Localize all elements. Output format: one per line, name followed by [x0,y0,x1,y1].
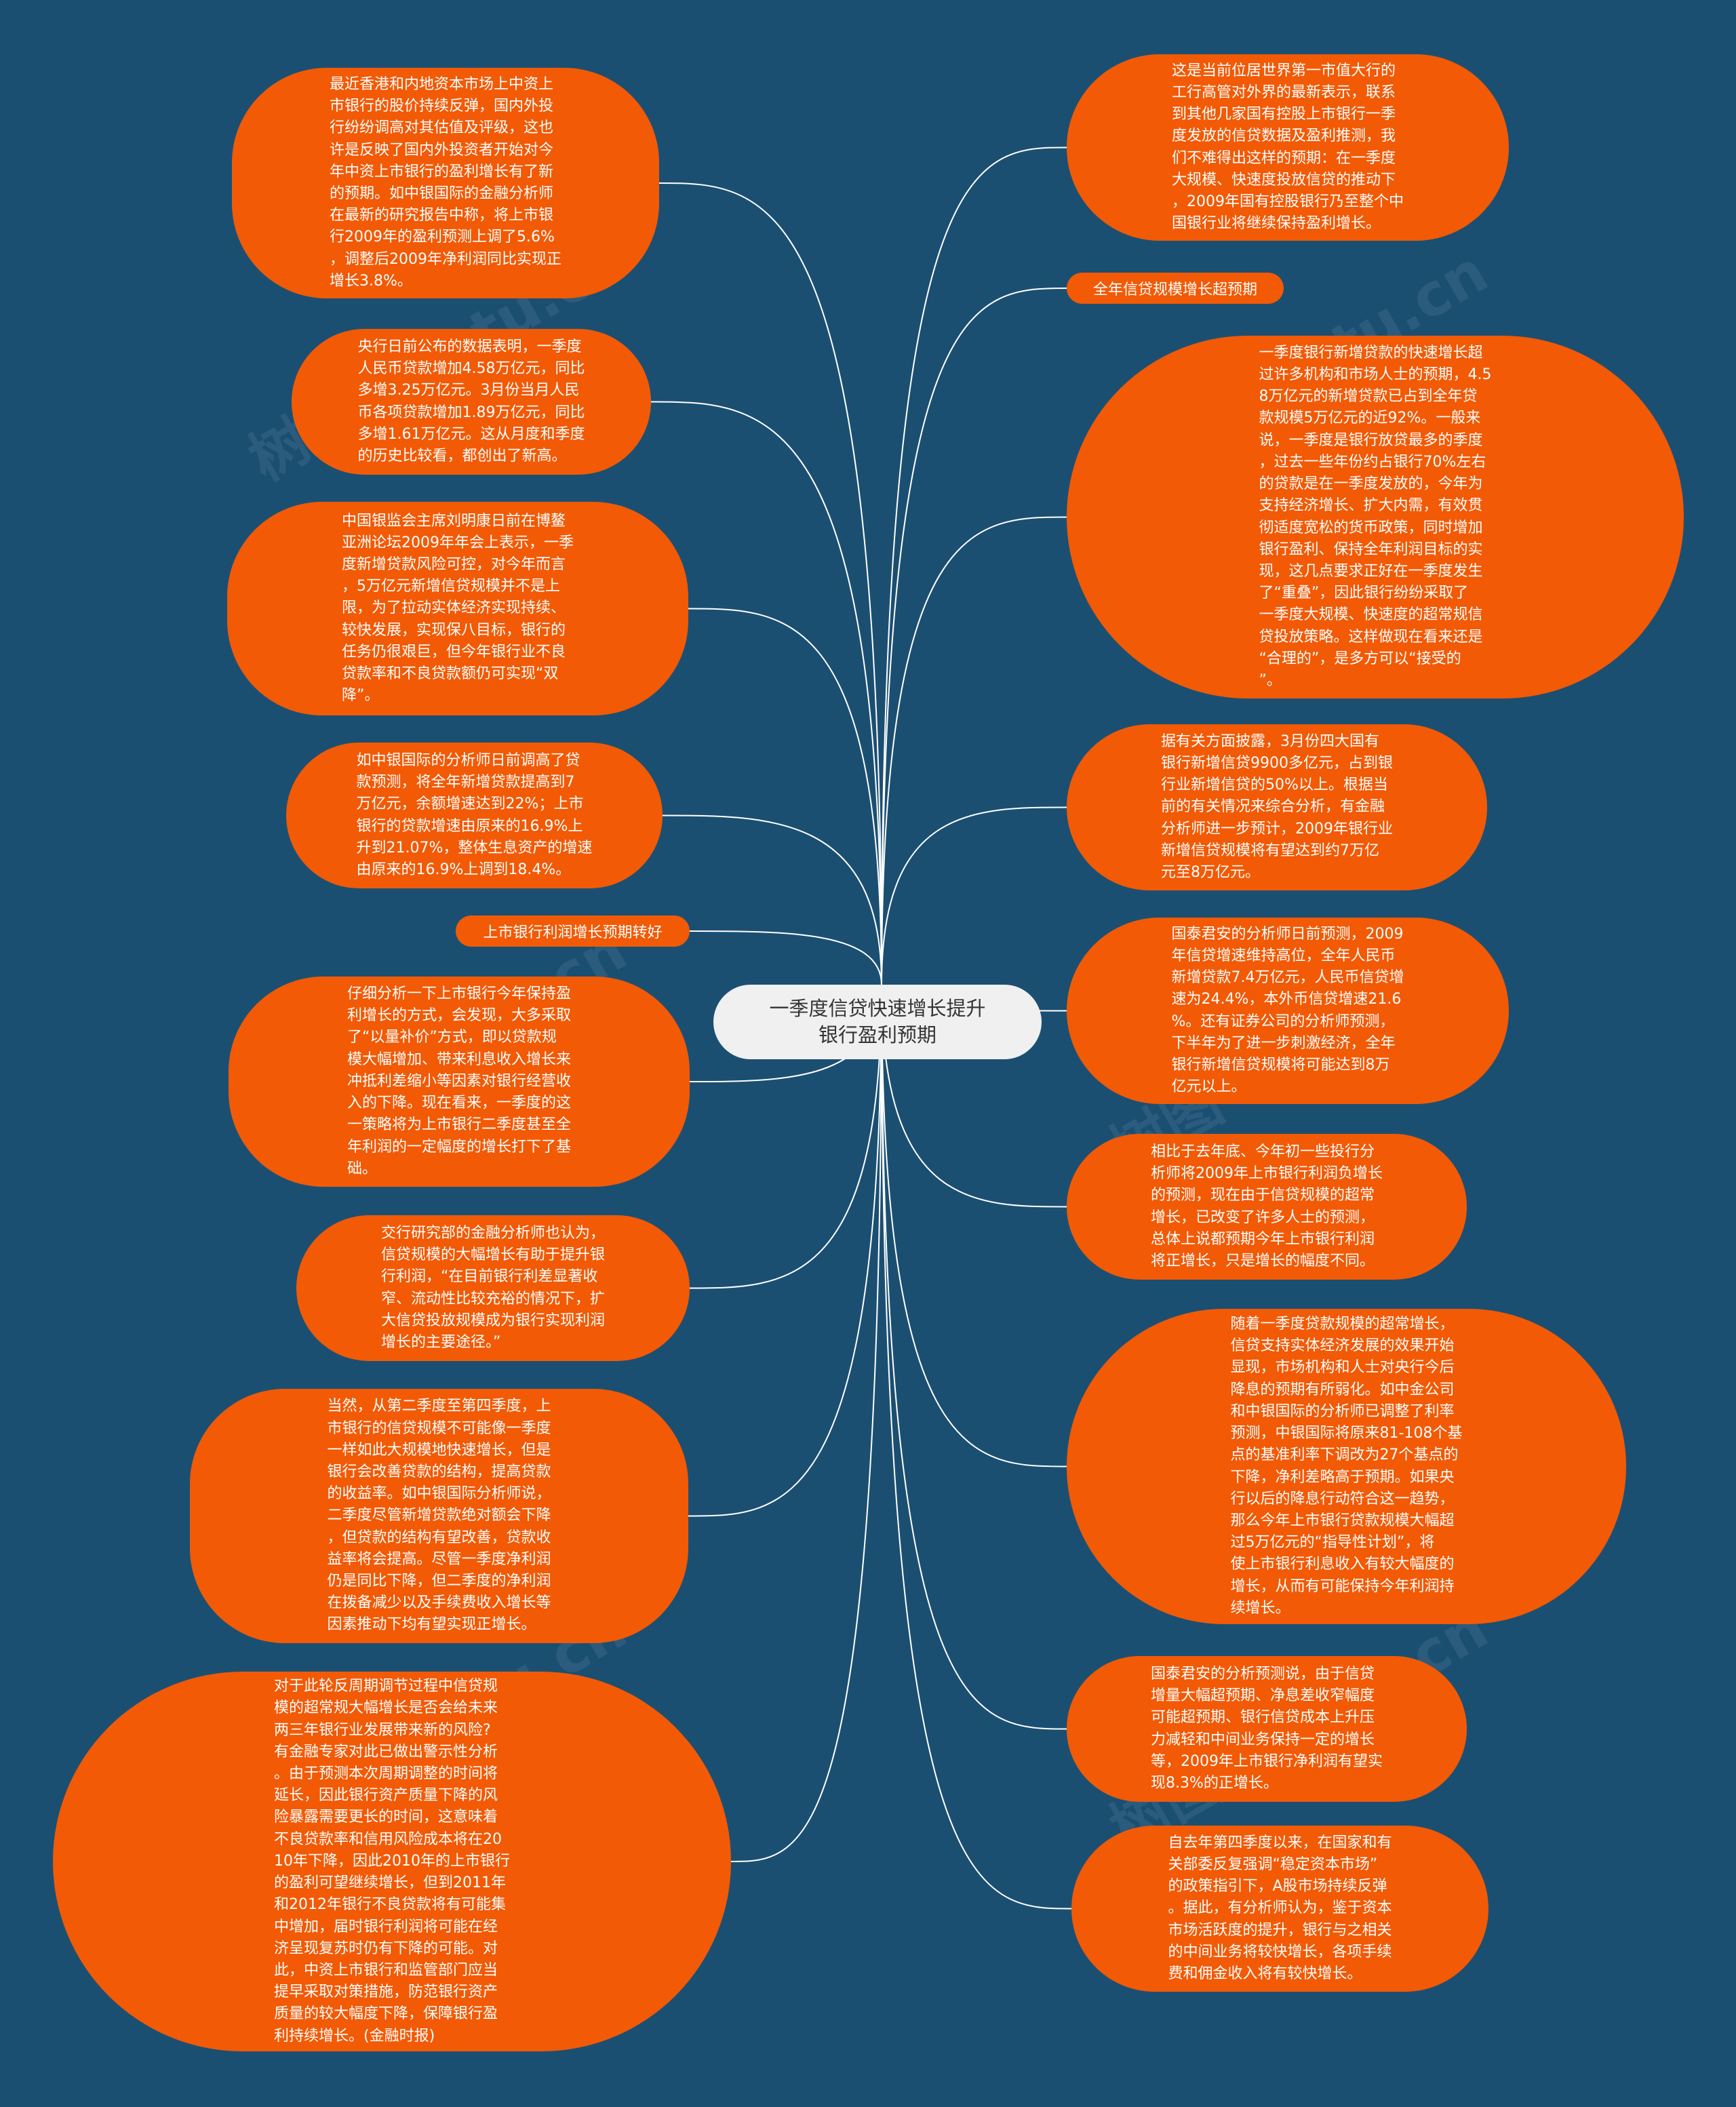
topic-text: 这是当前位居世界第一市值大行的 工行高管对外界的最新表示，联系 到其他几家国有控… [1172,62,1404,233]
topic-text: 仔细分析一下上市银行今年保持盈 利增长的方式，会发现，大多采取 了“以量补价”方… [347,985,571,1177]
connector-line [881,984,1067,1730]
topic-node[interactable]: 中国银监会主席刘明康日前在博鳌 亚洲论坛2009年年会上表示，一季 度新增贷款风… [227,502,688,715]
connector-line [658,182,882,985]
topic-node[interactable]: 国泰君安的分析预测说，由于信贷 增量大幅超预期、净息差收窄幅度 可能超预期、银行… [1067,1656,1467,1802]
branch-label-text: 上市银行利润增长预期转好 [483,924,663,941]
topic-node[interactable]: 随着一季度贷款规模的超常增长， 信贷支持实体经济发展的效果开始 显现，市场机构和… [1067,1309,1626,1624]
connector-line [730,984,882,1862]
topic-node[interactable]: 最近香港和内地资本市场上中资上 市银行的股价持续反弹，国内外投 行纷纷调高对其估… [232,68,659,298]
connector-line [881,806,1067,985]
topic-text: 自去年第四季度以来，在国家和有 关部委反复强调“稳定资本市场” 的政策指引下，A… [1168,1834,1392,1982]
root-topic[interactable]: 一季度信贷快速增长提升 银行盈利预期 [713,985,1042,1059]
connector-line [881,146,1067,985]
topic-node[interactable]: 当然，从第二季度至第四季度，上 市银行的信贷规模不可能像一季度 一样如此大规模地… [190,1389,688,1643]
connector-line [688,608,882,985]
topic-node[interactable]: 国泰君安的分析师日前预测，2009 年信贷增速维持高位，全年人民币 新增贷款7.… [1067,918,1509,1104]
topic-text: 最近香港和内地资本市场上中资上 市银行的股价持续反弹，国内外投 行纷纷调高对其估… [330,75,561,290]
branch-label[interactable]: 全年信贷规模增长超预期 [1067,273,1284,304]
connector-line [881,984,1067,1468]
topic-text: 如中银国际的分析师日前调高了贷 款预测，将全年新增贷款提高到7 万亿元，余额增速… [356,751,593,878]
connector-line [881,984,1072,1910]
connector-line [881,984,1067,1208]
topic-node[interactable]: 对于此轮反周期调节过程中信贷规 模的超常规大幅增长是否会给未来 两三年银行业发展… [53,1672,731,2051]
topic-text: 当然，从第二季度至第四季度，上 市银行的信贷规模不可能像一季度 一样如此大规模地… [327,1398,551,1634]
topic-text: 央行日前公布的数据表明，一季度 人民币贷款增加4.58万亿元，同比 多增3.25… [357,338,585,465]
topic-text: 交行研究部的金融分析师也认为， 信贷规模的大幅增长有助于提升银 行利润，“在目前… [380,1224,605,1351]
topic-text: 国泰君安的分析预测说，由于信贷 增量大幅超预期、净息差收窄幅度 可能超预期、银行… [1151,1665,1383,1792]
topic-text: 国泰君安的分析师日前预测，2009 年信贷增速维持高位，全年人民币 新增贷款7.… [1171,925,1404,1096]
topic-node[interactable]: 自去年第四季度以来，在国家和有 关部委反复强调“稳定资本市场” 的政策指引下，A… [1071,1826,1488,1992]
connector-line [689,984,882,1289]
topic-node[interactable]: 据有关方面披露，3月份四大国有 银行新增信贷9900多亿元，占到银 行业新增信贷… [1067,724,1487,890]
topic-text: 据有关方面披露，3月份四大国有 银行新增信贷9900多亿元，占到银 行业新增信贷… [1161,732,1393,881]
connector-line [881,516,1067,985]
connector-line [688,984,882,1517]
branch-label-text: 全年信贷规模增长超预期 [1092,281,1257,298]
topic-text: 中国银监会主席刘明康日前在博鳌 亚洲论坛2009年年会上表示，一季 度新增贷款风… [342,512,574,705]
connector-line [662,814,882,985]
connector-line [689,930,882,985]
connector-line [650,401,882,985]
topic-node[interactable]: 相比于去年底、今年初一些投行分 析师将2009年上市银行利润负增长 的预测，现在… [1067,1134,1467,1280]
topic-node[interactable]: 一季度银行新增贷款的快速增长超 过许多机构和市场人士的预期，4.5 8万亿元的新… [1067,336,1684,698]
topic-text: 相比于去年底、今年初一些投行分 析师将2009年上市银行利润负增长 的预测，现在… [1151,1143,1383,1269]
topic-node[interactable]: 仔细分析一下上市银行今年保持盈 利增长的方式，会发现，大多采取 了“以量补价”方… [229,977,690,1187]
topic-node[interactable]: 交行研究部的金融分析师也认为， 信贷规模的大幅增长有助于提升银 行利润，“在目前… [296,1215,690,1361]
topic-node[interactable]: 央行日前公布的数据表明，一季度 人民币贷款增加4.58万亿元，同比 多增3.25… [292,329,651,475]
branch-label[interactable]: 上市银行利润增长预期转好 [456,915,690,947]
topic-text: 随着一季度贷款规模的超常增长， 信贷支持实体经济发展的效果开始 显现，市场机构和… [1230,1316,1463,1617]
topic-text: 对于此轮反周期调节过程中信贷规 模的超常规大幅增长是否会给未来 两三年银行业发展… [274,1678,510,2045]
root-topic-label: 一季度信贷快速增长提升 银行盈利预期 [769,997,986,1046]
topic-node[interactable]: 这是当前位居世界第一市值大行的 工行高管对外界的最新表示，联系 到其他几家国有控… [1067,54,1509,241]
topic-node[interactable]: 如中银国际的分析师日前调高了贷 款预测，将全年新增贷款提高到7 万亿元，余额增速… [286,743,663,888]
topic-text: 一季度银行新增贷款的快速增长超 过许多机构和市场人士的预期，4.5 8万亿元的新… [1259,344,1492,689]
connector-line [881,288,1067,985]
